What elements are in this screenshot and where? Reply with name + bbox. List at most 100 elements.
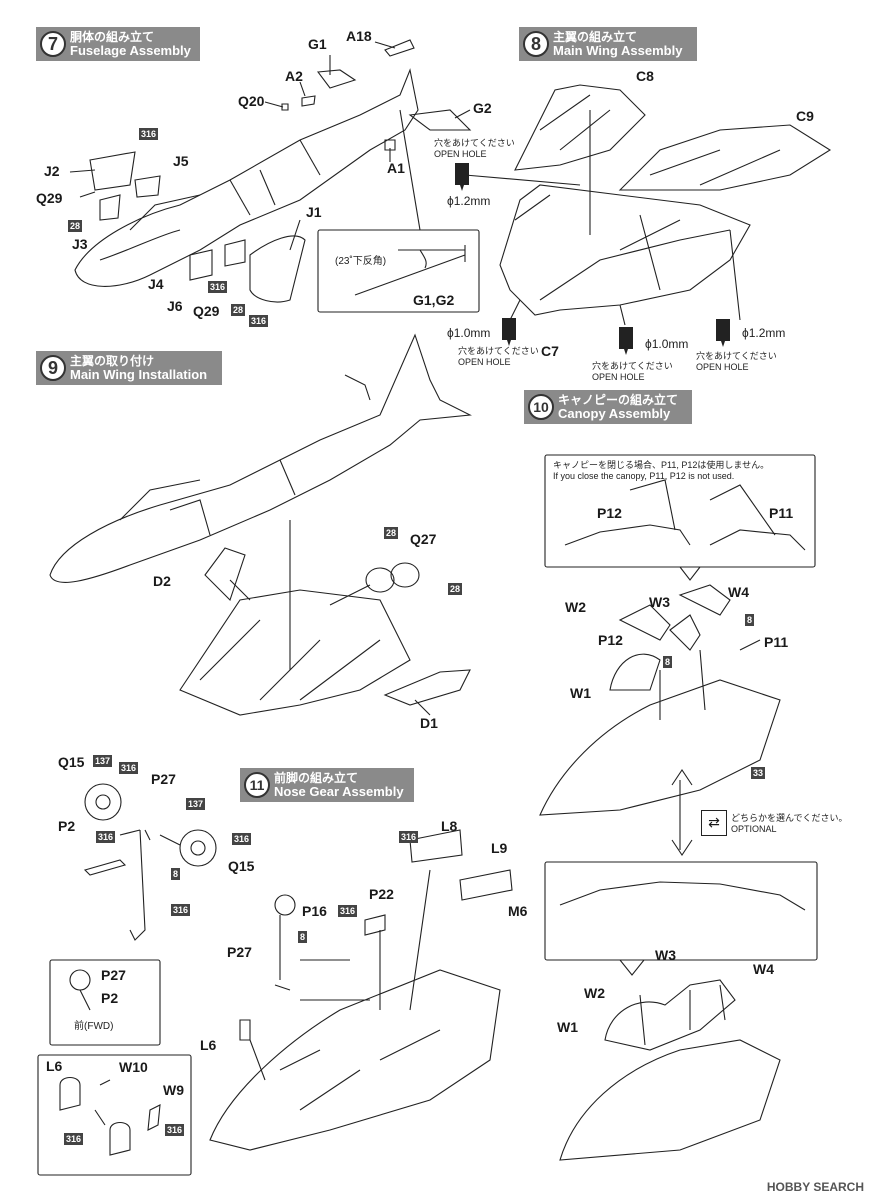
part-label: P27 (151, 771, 176, 787)
part-label: Q15 (228, 858, 255, 874)
paint-code: 316 (96, 831, 116, 843)
open-hole-note-en: OPEN HOLE (696, 362, 749, 372)
drill-bit-icon (619, 327, 633, 355)
part-label: J4 (148, 276, 164, 292)
paint-code: 316 (232, 833, 252, 845)
step-number: 10 (528, 394, 554, 420)
step-title-jp: 主翼の組み立て (553, 30, 638, 44)
part-label: A2 (285, 68, 303, 84)
part-label: G1 (308, 36, 327, 52)
paint-code: 316 (64, 1133, 84, 1145)
part-label: P12 (598, 632, 623, 648)
part-label: W1 (557, 1019, 578, 1035)
paint-code: 8 (171, 868, 181, 880)
step-11-header: 11 前脚の組み立て Nose Gear Assembly (240, 768, 414, 802)
part-label: J6 (167, 298, 183, 314)
step-10-header: 10 キャノピーの組み立て Canopy Assembly (524, 390, 692, 424)
part-label: Q29 (36, 190, 63, 206)
part-label: W9 (163, 1082, 184, 1098)
hole-diameter: ϕ1.2mm (447, 194, 491, 208)
part-label: D2 (153, 573, 171, 589)
part-label: Q29 (193, 303, 220, 319)
part-label: Q15 (58, 754, 85, 770)
part-label: P16 (302, 903, 327, 919)
step-title-en: Canopy Assembly (558, 406, 671, 421)
part-label: W4 (753, 961, 774, 977)
optional-arrows-icon: ⇄ (701, 810, 727, 836)
part-label: Q27 (410, 531, 437, 547)
step-title-en: Fuselage Assembly (70, 43, 191, 58)
part-label: L9 (491, 840, 508, 856)
part-label: P12 (597, 505, 622, 521)
paint-code: 137 (93, 755, 113, 767)
paint-code: 28 (68, 220, 83, 232)
part-label: C8 (636, 68, 654, 84)
step-8-header: 8 主翼の組み立て Main Wing Assembly (519, 27, 697, 61)
part-label: G2 (473, 100, 492, 116)
part-label: P27 (227, 944, 252, 960)
wing-drawing-step8 (464, 84, 832, 326)
dihedral-inset (317, 109, 480, 313)
part-label: P11 (769, 505, 794, 521)
drill-bit-icon (716, 319, 730, 347)
part-label: W3 (655, 947, 676, 963)
paint-code: 316 (119, 762, 139, 774)
part-label: A18 (346, 28, 372, 44)
paint-code: 28 (231, 304, 246, 316)
part-label: J3 (72, 236, 88, 252)
drill-bit-icon (455, 163, 469, 191)
canopy-note-en: If you close the canopy, P11, P12 is not… (553, 471, 735, 481)
canopy-drawing-step10 (539, 454, 818, 1161)
open-hole-note-jp: 穴をあけてください (434, 138, 515, 148)
step-title-en: Main Wing Assembly (553, 43, 683, 58)
watermark: HOBBY SEARCH (766, 1180, 864, 1194)
nose-gear-drawing-step11 (37, 783, 513, 1176)
paint-code: 316 (338, 905, 358, 917)
part-label: W10 (119, 1059, 148, 1075)
part-label: W2 (565, 599, 586, 615)
open-hole-note-jp: 穴をあけてください (458, 346, 539, 356)
paint-code: 316 (139, 128, 159, 140)
hole-diameter: ϕ1.0mm (645, 337, 689, 351)
part-label: P2 (58, 818, 76, 834)
drill-bit-icon (502, 318, 516, 346)
inset-part-label: L6 (46, 1058, 63, 1074)
step-number: 8 (523, 31, 549, 57)
part-label: J5 (173, 153, 189, 169)
step-number: 11 (244, 772, 270, 798)
open-hole-note-jp: 穴をあけてください (592, 361, 673, 371)
paint-code: 316 (171, 904, 191, 916)
part-label: C9 (796, 108, 814, 124)
hole-diameter: ϕ1.0mm (447, 326, 491, 340)
step-title-jp: 前脚の組み立て (274, 771, 359, 785)
step-number: 7 (40, 31, 66, 57)
step-title-jp: 胴体の組み立て (70, 30, 155, 44)
dihedral-angle-note: (23˚下反角) (335, 256, 387, 267)
part-label: J2 (44, 163, 60, 179)
part-label: P11 (764, 634, 789, 650)
step-7-header: 7 胴体の組み立て Fuselage Assembly (36, 27, 200, 61)
paint-code: 8 (298, 931, 308, 943)
step-number: 9 (40, 355, 66, 381)
paint-code: 316 (165, 1124, 185, 1136)
step-9-header: 9 主翼の取り付け Main Wing Installation (36, 351, 222, 385)
forward-note: 前(FWD) (74, 1021, 114, 1032)
paint-code: 33 (751, 767, 766, 779)
step-title-en: Nose Gear Assembly (274, 784, 404, 799)
part-label: P22 (369, 886, 394, 902)
fuselage-drawing-step7 (69, 39, 472, 303)
step-title-en: Main Wing Installation (70, 367, 208, 382)
part-label: W4 (728, 584, 749, 600)
part-label: M6 (508, 903, 528, 919)
optional-note-jp: どちらかを選んでください。 (731, 813, 848, 823)
open-hole-note-jp: 穴をあけてください (696, 351, 777, 361)
inset-part-label: P2 (101, 990, 119, 1006)
step-title-jp: 主翼の取り付け (70, 354, 155, 368)
paint-code: 316 (208, 281, 228, 293)
part-label: A1 (387, 160, 405, 176)
paint-code: 28 (448, 583, 463, 595)
paint-code: 316 (249, 315, 269, 327)
paint-code: 137 (186, 798, 206, 810)
